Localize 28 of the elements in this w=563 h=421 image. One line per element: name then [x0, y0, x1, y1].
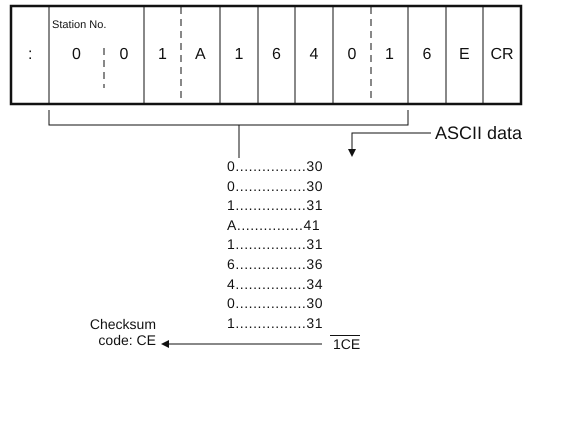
checksum-row: A...............41	[227, 218, 320, 232]
checksum-row: 4................34	[227, 276, 324, 291]
table-cell: :	[28, 47, 32, 63]
checksum-row: 1................31	[227, 198, 324, 212]
table-cell: 0	[72, 47, 81, 63]
table-cell: 1	[385, 47, 394, 63]
table-cell: 6	[422, 47, 432, 63]
checksum-row: 0................30	[227, 296, 324, 310]
checksum-row: 6................36	[227, 257, 324, 271]
result-label: Checksum code: CE	[70, 316, 156, 348]
checksum-row: 1................31	[227, 237, 324, 252]
table-cell: 4	[310, 47, 318, 63]
table-cell: Station No.	[52, 20, 106, 31]
leader-line	[348, 132, 432, 157]
table-cell: 6	[272, 47, 281, 63]
checksum-row: 1................31	[227, 316, 324, 330]
table-cell: CR	[490, 47, 514, 63]
table-cell: E	[459, 47, 470, 63]
table-cell: 0	[348, 47, 356, 63]
table-cell: 1	[234, 47, 244, 63]
sum-total: 1CE	[330, 335, 360, 351]
table-cell: A	[195, 47, 206, 63]
checksum-row: 0................30	[227, 159, 324, 173]
table-cell: 0	[120, 47, 128, 63]
callout-label: ASCII data	[435, 124, 522, 142]
arrow	[161, 340, 322, 348]
table-cell: 1	[158, 47, 167, 63]
checksum-row: 0................30	[227, 178, 324, 193]
